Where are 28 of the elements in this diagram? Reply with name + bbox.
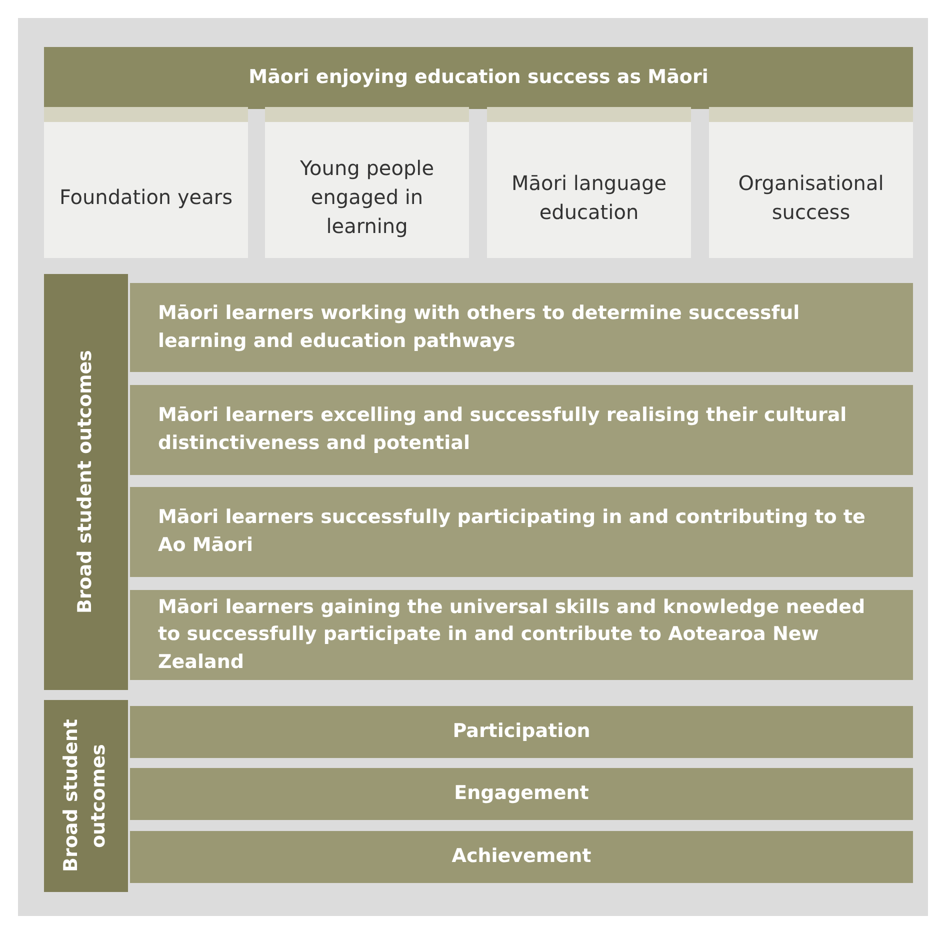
measure-row — [130, 706, 913, 758]
label-text: Participation — [452, 719, 590, 744]
side-label-band — [44, 700, 128, 892]
label-text: Engagement — [454, 781, 589, 806]
title-banner — [44, 47, 913, 109]
side-label-band — [44, 274, 128, 690]
outcome-row — [130, 283, 913, 372]
label-text: Organisational success — [737, 170, 885, 226]
category-card — [265, 107, 469, 258]
outcome-row — [130, 487, 913, 577]
label-text: Foundation years — [59, 184, 233, 211]
label-text: Achievement — [452, 844, 592, 870]
category-card — [487, 107, 691, 258]
outcome-row — [130, 590, 913, 680]
label-text: Māori language education — [510, 170, 668, 226]
category-card — [44, 107, 248, 258]
label-text: Māori learners excelling and successfully realising their cultural distinctiveness and potential — [158, 403, 848, 456]
label-text: Māori learners gaining the universal skills and knowledge needed to successfully participate in and contribute to Aotearoa New Zealand — [158, 594, 866, 675]
vertical-label: Broad student outcomes — [73, 350, 98, 614]
vertical-label: Broad student outcomes — [59, 718, 111, 874]
measure-row — [130, 831, 913, 883]
label-text: Māori learners working with others to determine successful learning and education pathways — [158, 300, 801, 354]
label-text: Māori learners successfully participating in and contributing to te Ao Māori — [158, 505, 866, 558]
outcome-row — [130, 385, 913, 475]
measure-row — [130, 768, 913, 820]
label-text: Māori enjoying education success as Māori — [248, 65, 708, 90]
label-text: Young people engaged in learning — [299, 155, 435, 240]
category-card — [709, 107, 913, 258]
